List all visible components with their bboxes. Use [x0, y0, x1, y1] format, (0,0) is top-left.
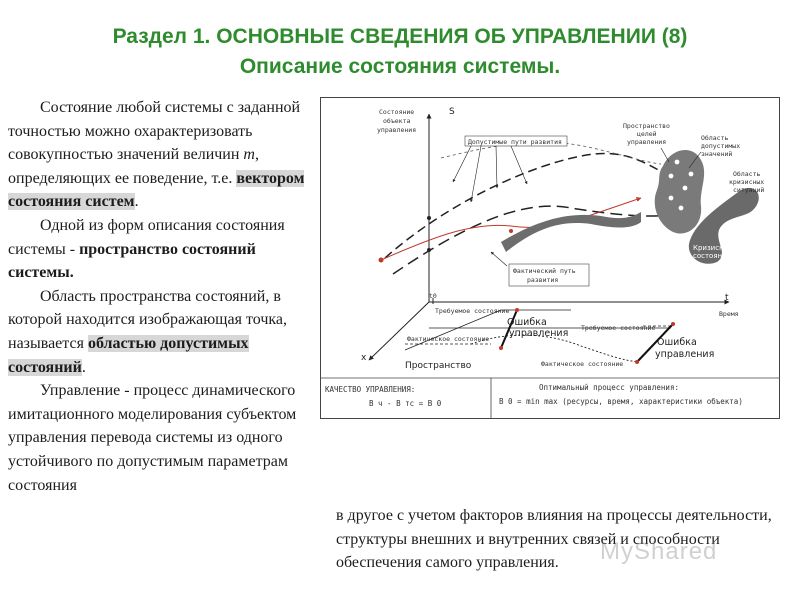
left-text-block: Состояние любой системы с заданной точно…: [8, 96, 316, 497]
permissible-paths-label: Допустимые пути развития: [468, 138, 562, 146]
t0-label: t0: [429, 292, 437, 300]
paragraph-state-space: Одной из форм описания состояния системы…: [8, 216, 285, 282]
error-label-2b: управления: [655, 349, 714, 360]
actual-state-label-2: Фактическое состояние: [541, 360, 623, 368]
s-point-2: [427, 248, 431, 252]
s-point-1: [427, 216, 431, 220]
watermark: MyShared: [600, 538, 718, 565]
goal-space-label-1: Пространство: [623, 122, 670, 130]
required-state-label-1: Требуемое состояние: [435, 307, 509, 315]
crisis-states-label-1: Кризисные: [693, 244, 734, 252]
crisis-states-label-2: состояния: [693, 252, 731, 260]
actual-red-path: [380, 197, 642, 261]
axis-s-label: S: [449, 107, 455, 117]
t-label: t: [725, 293, 729, 303]
actual-path-label-2: развития: [527, 276, 558, 284]
title-line-1: Раздел 1. ОСНОВНЫЕ СВЕДЕНИЯ ОБ УПРАВЛЕНИ…: [112, 25, 688, 48]
lower-dashed-path: [392, 205, 682, 275]
upper-dashed-path: [384, 152, 670, 259]
error-label-1b: управления: [509, 328, 568, 339]
state-label-3: управления: [377, 126, 416, 134]
crisis-area-label-1: Область: [733, 170, 760, 178]
title-line-2: Описание состояния системы.: [239, 55, 561, 78]
permissible-area-label-3: значений: [701, 150, 732, 158]
paragraph-permissible-area: Область пространства состояний, в которо…: [8, 287, 288, 376]
goal-space-region: [654, 149, 705, 234]
actual-mid-point: [509, 229, 513, 233]
error-line-1: [500, 309, 518, 349]
bottom-text-block: в другое с учетом факторов влияния на пр…: [336, 507, 772, 572]
optimal-title: Оптимальный процесс управления:: [539, 383, 679, 392]
diagram-svg: S Состояние объекта управления Допустимы…: [321, 107, 779, 418]
state-space-diagram: S Состояние объекта управления Допустимы…: [320, 97, 780, 419]
quality-formula: В ч - В тс = В 0: [369, 399, 442, 408]
error-label-1a: Ошибка: [507, 317, 547, 328]
crisis-region: [688, 187, 759, 264]
optimal-formula: В 0 = min max (ресурсы, время, характери…: [499, 397, 743, 406]
quality-title: КАЧЕСТВО УПРАВЛЕНИЯ:: [325, 385, 415, 394]
permissible-area-label-2: допустимых: [701, 142, 740, 150]
x-label: x: [361, 353, 367, 363]
required-state-label-2: Требуемое состояние: [581, 324, 655, 332]
state-label-1: Состояние: [379, 108, 414, 116]
error-line-2: [636, 323, 674, 363]
paragraph-state-vector: Состояние любой системы с заданной точно…: [8, 99, 305, 211]
actual-state-label-1: Фактическое состояние: [407, 335, 489, 343]
paragraph-control: Управление - процесс динамического имита…: [8, 382, 297, 494]
term-state-space: пространство состояний системы.: [8, 240, 256, 282]
space-label: Пространство: [405, 361, 472, 371]
x-axis: [368, 301, 430, 361]
permissible-area-label-1: Область: [701, 134, 728, 142]
actual-path-band: [501, 212, 641, 252]
time-label: Время: [719, 310, 739, 318]
lower-curve: [470, 334, 640, 363]
goal-space-label-3: управления: [627, 138, 666, 146]
actual-path-box: [508, 263, 590, 287]
state-label-2: объекта: [383, 117, 410, 125]
error-label-2a: Ошибка: [657, 337, 697, 348]
goal-space-label-2: целей: [637, 130, 657, 138]
slide-title: Раздел 1. ОСНОВНЫЕ СВЕДЕНИЯ ОБ УПРАВЛЕНИ…: [0, 22, 800, 82]
permissible-paths-box: [464, 135, 568, 147]
crisis-area-label-2: кризисных: [729, 178, 764, 186]
actual-path-label-1: Фактический путь: [513, 267, 576, 275]
crisis-area-label-3: ситуаций: [733, 186, 764, 194]
actual-start-point: [378, 257, 384, 263]
